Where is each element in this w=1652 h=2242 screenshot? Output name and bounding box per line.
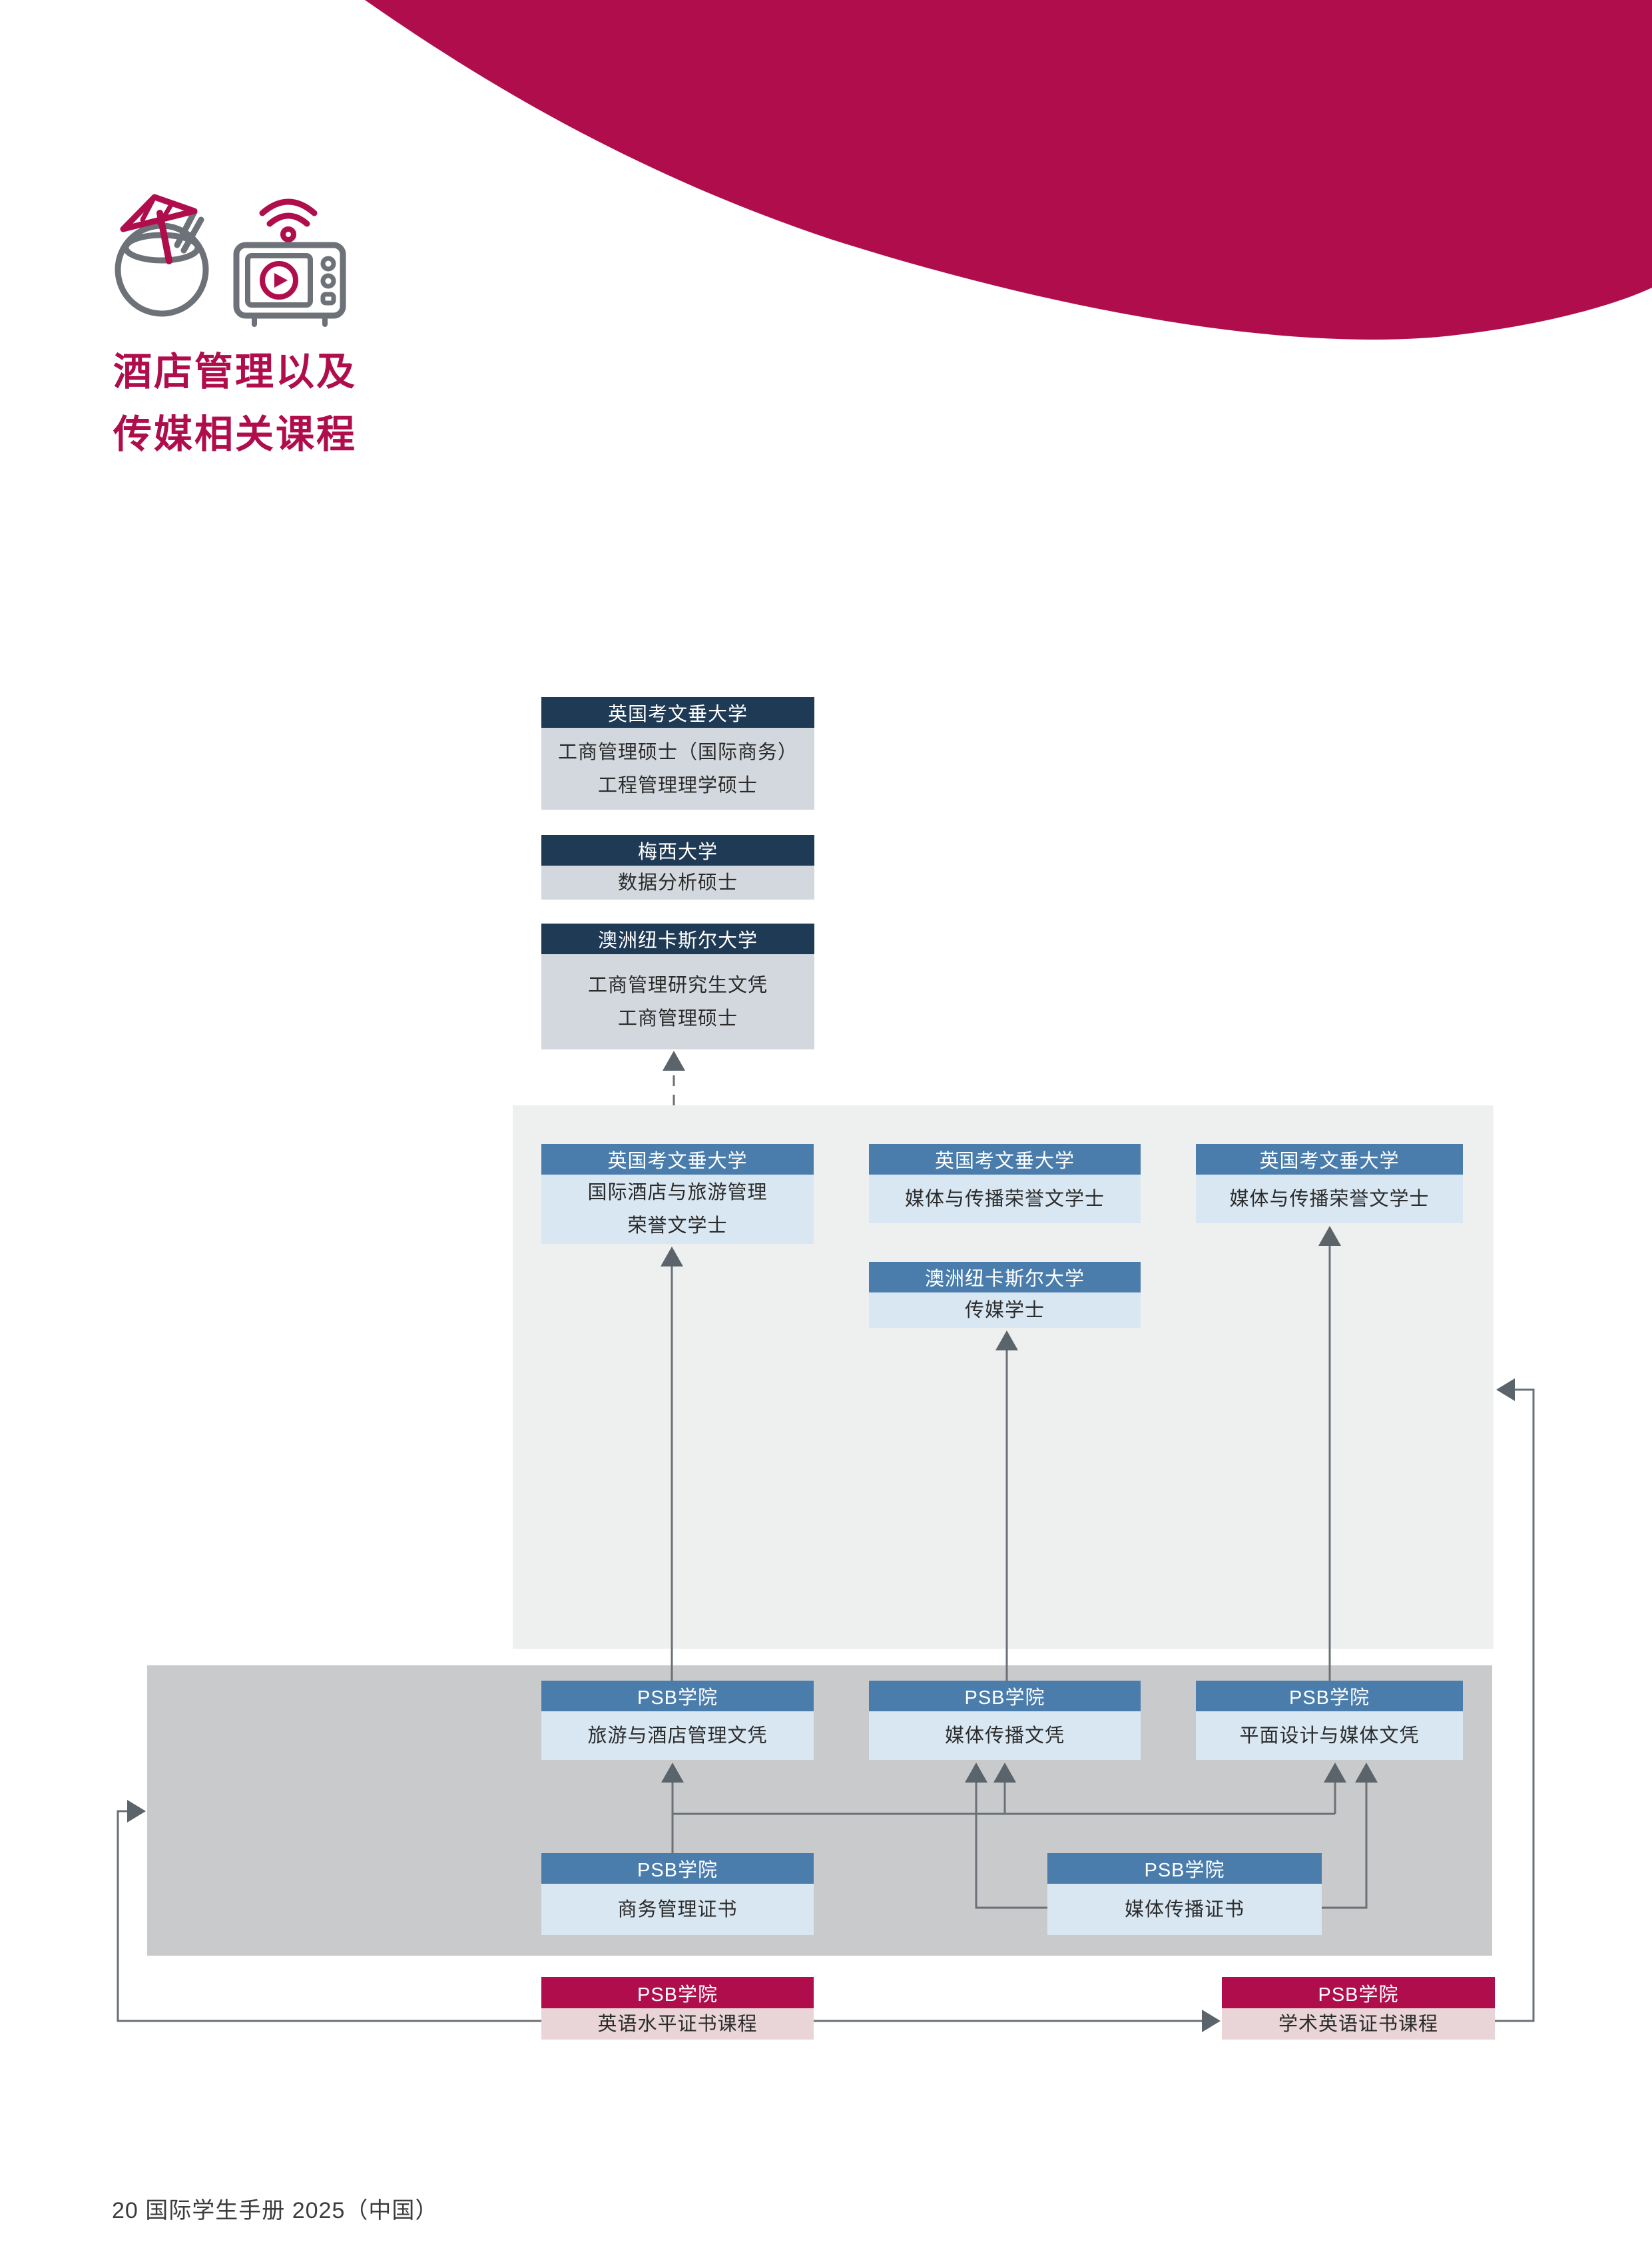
school-header: PSB学院 — [1047, 1853, 1322, 1884]
program-line: 学术英语证书课程 — [1278, 2013, 1438, 2035]
university-header: 英国考文垂大学 — [541, 1144, 814, 1175]
arrow-up-into-design-diploma-left — [1324, 1763, 1346, 1783]
program-line: 荣誉文学士 — [627, 1215, 728, 1237]
program-line: 数据分析硕士 — [617, 872, 738, 894]
page-title: 酒店管理以及 传媒相关课程 — [113, 341, 357, 466]
program-line: 商务管理证书 — [617, 1898, 738, 1920]
header-wave-shape — [365, 0, 1652, 340]
program-line: 传媒学士 — [964, 1299, 1045, 1321]
box-bachelor-hospitality: 英国考文垂大学 国际酒店与旅游管理 荣誉文学士 — [541, 1144, 814, 1244]
box-academic-english: PSB学院 学术英语证书课程 — [1222, 1977, 1495, 2040]
university-header: 英国考文垂大学 — [869, 1144, 1141, 1175]
arrow-up-into-masters — [663, 1051, 685, 1071]
box-english-proficiency: PSB学院 英语水平证书课程 — [541, 1977, 814, 2040]
arrow-up-into-design-diploma-right — [1355, 1763, 1378, 1783]
arrow-up-into-hospitality-bachelor — [661, 1247, 683, 1266]
page-title-line-1: 酒店管理以及 — [113, 350, 358, 394]
arrow-right-into-dark-panel — [127, 1800, 146, 1822]
arrow-left-into-light-panel — [1496, 1378, 1515, 1401]
program-line: 媒体传播文凭 — [944, 1725, 1065, 1747]
school-header: PSB学院 — [869, 1681, 1141, 1711]
program-line: 工商管理研究生文凭 — [587, 974, 768, 996]
connector-academic-english-to-panel-right — [1495, 1388, 1535, 2022]
topic-icons — [115, 194, 346, 327]
school-header: PSB学院 — [1222, 1977, 1495, 2008]
coconut-drink-icon — [115, 194, 209, 317]
connector-media-cert-to-design-diploma — [1322, 1783, 1368, 1909]
university-header: 英国考文垂大学 — [1196, 1144, 1463, 1175]
box-certificate-media-communication: PSB学院 媒体传播证书 — [1047, 1853, 1322, 1935]
arrow-up-into-media-bachelor — [1318, 1226, 1341, 1246]
university-header: 澳洲纽卡斯尔大学 — [869, 1262, 1141, 1292]
box-bachelor-communication-newcastle: 澳洲纽卡斯尔大学 传媒学士 — [869, 1262, 1141, 1328]
school-header: PSB学院 — [541, 1681, 814, 1711]
program-line: 国际酒店与旅游管理 — [587, 1182, 768, 1203]
program-line: 媒体与传播荣誉文学士 — [1229, 1188, 1430, 1210]
university-header: 英国考文垂大学 — [541, 697, 814, 728]
box-diploma-media-communication: PSB学院 媒体传播文凭 — [869, 1681, 1141, 1760]
tv-media-icon — [233, 198, 346, 327]
program-line: 工商管理硕士（国际商务） — [557, 741, 798, 763]
program-line: 工程管理理学硕士 — [597, 774, 758, 796]
arrow-up-into-communication-bachelor — [995, 1330, 1018, 1350]
box-diploma-tourism-hospitality: PSB学院 旅游与酒店管理文凭 — [541, 1681, 814, 1760]
connector-english-cert-to-panel-left — [117, 1810, 541, 2022]
arrow-up-into-mediacomm-diploma-right — [993, 1763, 1016, 1783]
arrow-right-into-academic-english — [1202, 2010, 1221, 2032]
university-header: 梅西大学 — [541, 835, 814, 866]
box-masters-massey: 梅西大学 数据分析硕士 — [541, 835, 814, 900]
program-line: 工商管理硕士 — [617, 1007, 738, 1029]
box-bachelor-media-communication-2: 英国考文垂大学 媒体与传播荣誉文学士 — [1196, 1144, 1463, 1223]
program-line: 媒体传播证书 — [1124, 1898, 1244, 1920]
arrow-up-into-mediacomm-diploma-left — [965, 1763, 987, 1783]
box-diploma-graphic-design-media: PSB学院 平面设计与媒体文凭 — [1196, 1681, 1463, 1760]
school-header: PSB学院 — [541, 1853, 814, 1884]
program-line: 旅游与酒店管理文凭 — [587, 1725, 768, 1747]
university-header: 澳洲纽卡斯尔大学 — [541, 924, 814, 954]
program-line: 英语水平证书课程 — [597, 2013, 758, 2035]
program-line: 媒体与传播荣誉文学士 — [904, 1188, 1105, 1210]
box-certificate-business-management: PSB学院 商务管理证书 — [541, 1853, 814, 1935]
program-line: 平面设计与媒体文凭 — [1239, 1725, 1420, 1747]
box-bachelor-media-communication-1: 英国考文垂大学 媒体与传播荣誉文学士 — [869, 1144, 1141, 1223]
connector-media-cert-to-mediacomm-diploma — [975, 1783, 1047, 1909]
arrow-up-into-hospitality-diploma — [661, 1763, 684, 1783]
box-masters-newcastle: 澳洲纽卡斯尔大学 工商管理研究生文凭 工商管理硕士 — [541, 924, 814, 1049]
school-header: PSB学院 — [541, 1977, 814, 2008]
box-masters-coventry: 英国考文垂大学 工商管理硕士（国际商务） 工程管理理学硕士 — [541, 697, 814, 810]
page-footer: 20 国际学生手册 2025（中国） — [112, 2198, 439, 2223]
school-header: PSB学院 — [1196, 1681, 1463, 1711]
page-title-line-2: 传媒相关课程 — [113, 413, 358, 456]
